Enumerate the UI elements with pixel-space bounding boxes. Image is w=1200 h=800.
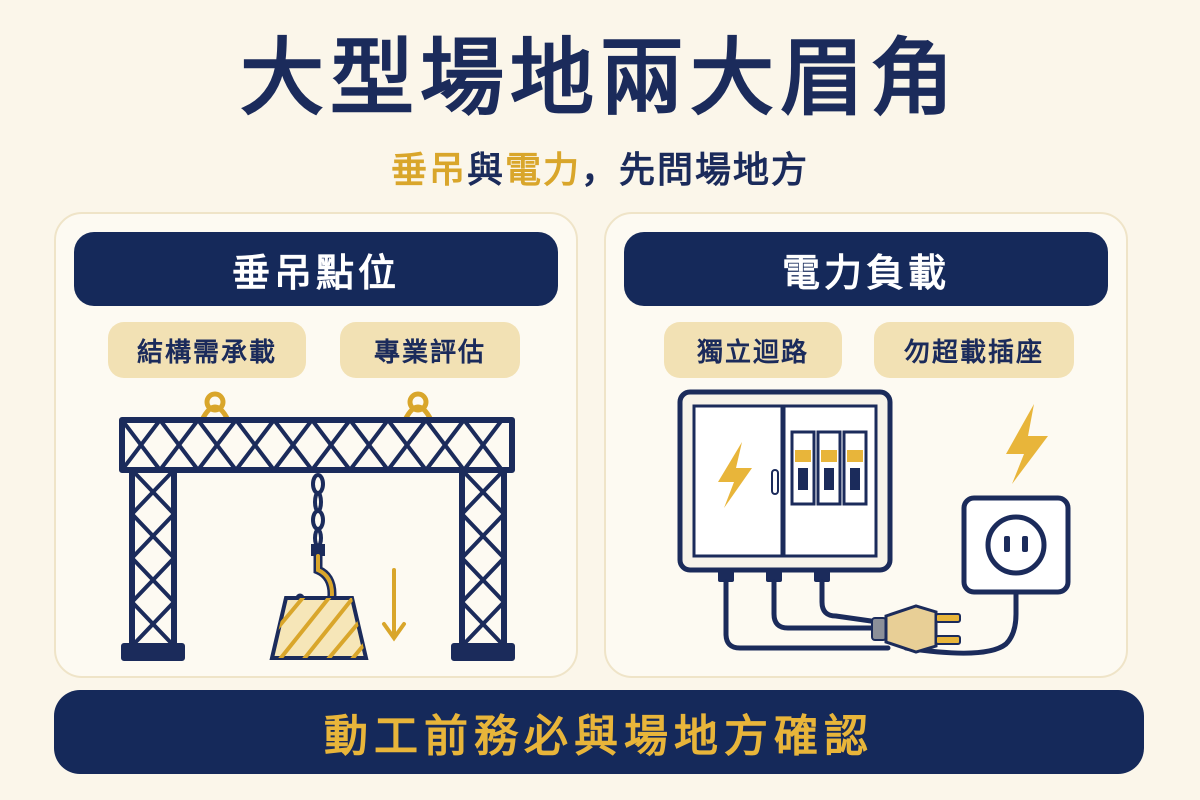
rigging-panel-header: 垂吊點位 bbox=[74, 232, 558, 306]
page-title: 大型場地兩大眉角 bbox=[239, 29, 960, 127]
chain-icon bbox=[311, 473, 325, 548]
weight-icon bbox=[269, 596, 369, 660]
rigging-illustration bbox=[119, 391, 515, 661]
power-panel: 電力負載 獨立迴路 勿超載插座 bbox=[604, 212, 1128, 678]
outlet-icon bbox=[961, 495, 1071, 595]
plug-icon bbox=[871, 604, 961, 654]
subtitle-part1: 垂吊 bbox=[390, 150, 467, 191]
power-panel-header: 電力負載 bbox=[624, 232, 1108, 306]
lightning-icon bbox=[1006, 404, 1048, 484]
subtitle-part4: ，先問場地方 bbox=[581, 150, 810, 191]
rigging-ring-icon bbox=[199, 391, 434, 422]
arrow-down-icon bbox=[382, 568, 406, 642]
tag-dedicated-circuit: 獨立迴路 bbox=[664, 322, 842, 378]
subtitle-part2: 與 bbox=[466, 150, 505, 191]
page-subtitle: 垂吊與電力，先問場地方 bbox=[0, 146, 1200, 196]
electrical-panel-icon bbox=[677, 389, 893, 582]
lightning-icon bbox=[718, 442, 752, 508]
power-illustration bbox=[677, 389, 1071, 656]
footer-banner: 動工前務必與場地方確認 bbox=[54, 690, 1144, 774]
tag-structure-load: 結構需承載 bbox=[108, 322, 306, 378]
tag-professional-assessment: 專業評估 bbox=[340, 322, 520, 378]
tag-no-overloaded-socket: 勿超載插座 bbox=[874, 322, 1074, 378]
subtitle-part3: 電力 bbox=[505, 150, 582, 191]
rigging-panel: 垂吊點位 結構需承載 專業評估 bbox=[54, 212, 578, 678]
truss-icon bbox=[119, 417, 515, 661]
